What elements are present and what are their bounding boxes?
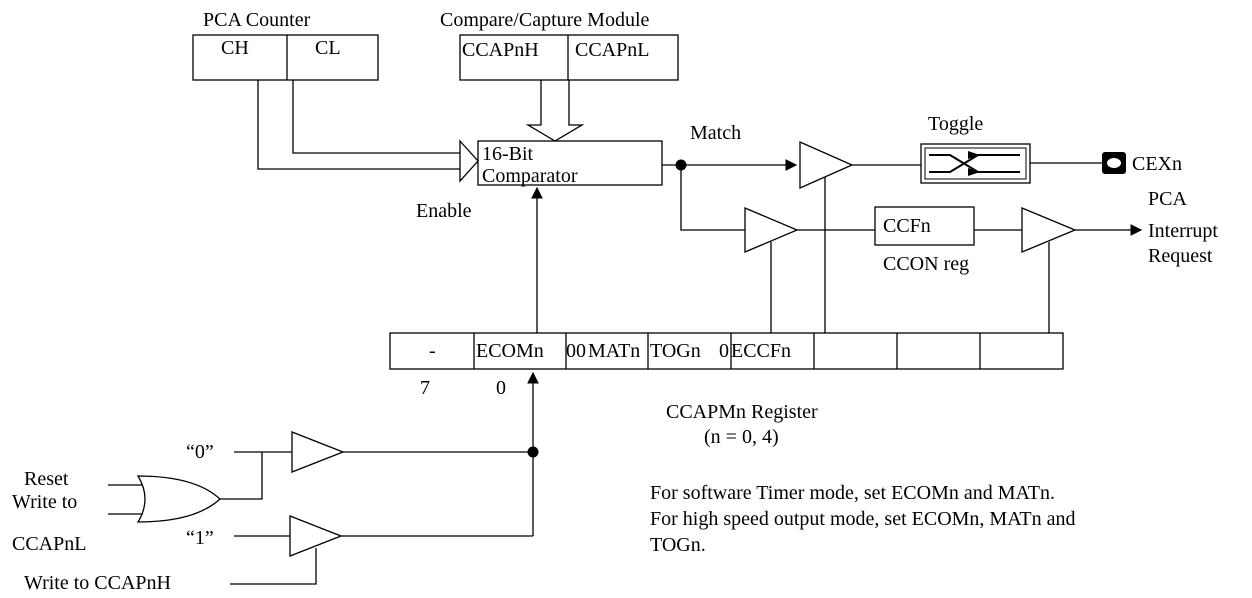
register-bit-7-label: 7	[420, 377, 430, 399]
register-bit-matn: MATn	[588, 340, 640, 362]
counter-bus-arrowhead	[459, 139, 479, 183]
ccapmn-register: - ECOMn 0 0 MATn TOGn 0 ECCFn	[389, 332, 1064, 370]
cexn-label: CEXn	[1132, 153, 1182, 175]
pca-counter-title: PCA Counter	[203, 9, 311, 31]
cl-label: CL	[315, 37, 341, 59]
register-bit-eccfn: ECCFn	[731, 340, 791, 362]
comparator-line1: 16-Bit	[482, 143, 534, 165]
note-line-1: For software Timer mode, set ECOMn and M…	[650, 482, 1055, 504]
ccm-title: Compare/Capture Module	[440, 9, 650, 31]
register-range: (n = 0, 4)	[704, 426, 779, 448]
register-bit-dash: -	[429, 340, 436, 362]
register-bit-zero: 0	[576, 340, 586, 362]
note-line-3: TOGn.	[650, 534, 706, 556]
cexn-pin-hole	[1107, 158, 1121, 168]
register-bit-togn: TOGn	[650, 340, 701, 362]
register-name: CCAPMn Register	[666, 401, 818, 423]
register-bit-zero: 0	[719, 340, 729, 362]
toggle-box	[920, 143, 1031, 184]
comparator-box	[477, 140, 663, 186]
interrupt-gate	[1021, 207, 1077, 253]
toggle-label: Toggle	[928, 113, 983, 135]
ccapnl-write-label: CCAPnL	[12, 533, 86, 555]
one-gate	[289, 515, 343, 557]
register-bit-0-label: 0	[496, 377, 506, 399]
pca-irq-line3: Request	[1148, 245, 1213, 267]
register-outline	[389, 332, 1064, 370]
register-bit-zero: 0	[566, 340, 576, 362]
toggle-inner-box	[924, 147, 1027, 180]
ccfn-box	[874, 206, 975, 246]
or-gate	[136, 475, 221, 523]
zero-gate	[291, 431, 345, 473]
ccfn-branch-line	[680, 170, 745, 231]
pca-irq-line2: Interrupt	[1148, 220, 1218, 242]
toggle-gate	[799, 141, 854, 189]
ccon-label: CCON reg	[883, 253, 969, 275]
ccfn-label: CCFn	[883, 215, 931, 237]
write-ccapnh-label: Write to CCAPnH	[24, 572, 171, 594]
register-bit-ecomn: ECOMn	[476, 340, 544, 362]
enable-label: Enable	[416, 200, 472, 222]
ch-label: CH	[221, 37, 249, 59]
ch-bus-line	[257, 80, 460, 170]
cl-bus-line	[292, 80, 460, 154]
or-gate-out	[220, 452, 263, 500]
reset-label: Reset	[24, 468, 69, 490]
match-label: Match	[690, 122, 741, 144]
one-input-label: “1”	[186, 527, 214, 549]
ccapnh-label: CCAPnH	[462, 39, 539, 61]
ccm-bus-arrow	[525, 80, 585, 142]
toggle-arrow-2	[968, 168, 980, 176]
toggle-arrow-1	[968, 151, 980, 159]
pca-counter-box	[192, 34, 379, 81]
ccapnl-label: CCAPnL	[575, 39, 649, 61]
write-to-label: Write to	[12, 491, 77, 513]
zero-input-label: “0”	[186, 441, 214, 463]
ccfn-gate	[744, 207, 799, 253]
pca-irq-line1: PCA	[1148, 188, 1187, 210]
write-ccapnh-line	[230, 548, 317, 585]
match-junction	[675, 159, 687, 171]
note-line-2: For high speed output mode, set ECOMn, M…	[650, 508, 1076, 530]
comparator-line2: Comparator	[482, 165, 578, 187]
toggle-cross-2	[929, 154, 1020, 173]
